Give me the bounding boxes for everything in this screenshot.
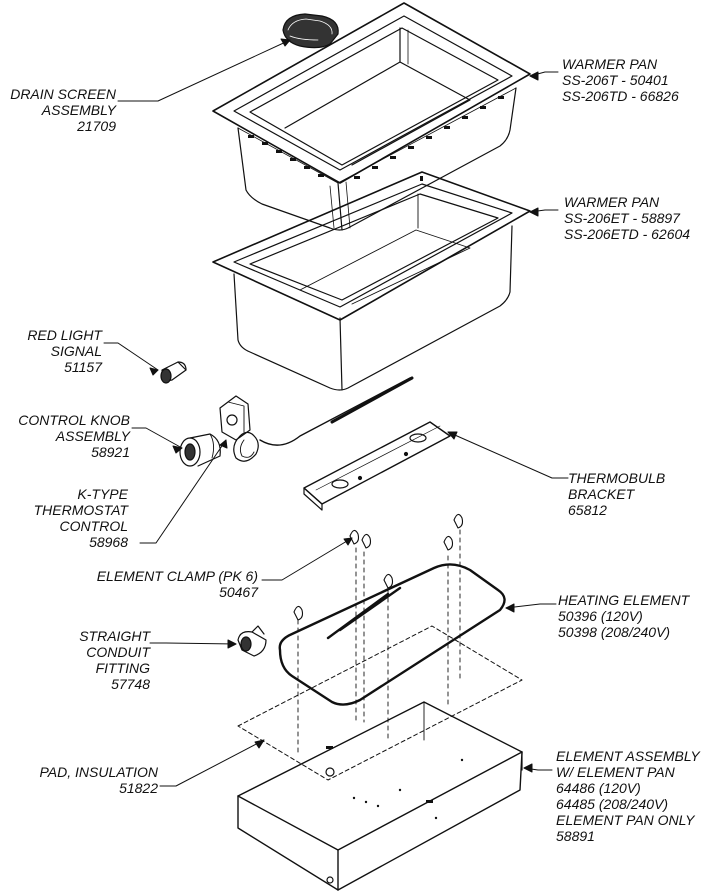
callout-text: THERMOSTAT bbox=[33, 502, 128, 518]
callout-part-number: 58968 bbox=[89, 534, 128, 550]
callout-text: THERMOBULB bbox=[568, 470, 666, 486]
callout-text: WARMER PAN bbox=[564, 194, 660, 210]
thermobulb-bracket-part bbox=[303, 421, 451, 511]
drain-screen-part bbox=[282, 13, 339, 49]
callout-part-number: 65812 bbox=[568, 502, 607, 518]
callout-text: ELEMENT PAN ONLY bbox=[556, 812, 695, 828]
heating-element-part bbox=[278, 563, 506, 706]
element-pan-part bbox=[237, 701, 523, 891]
callout-part-number: 21709 bbox=[77, 118, 116, 134]
callout-heating-element: HEATING ELEMENT 50396 (120V) 50398 (208/… bbox=[558, 592, 689, 640]
callout-text: K-TYPE bbox=[77, 486, 128, 502]
callout-part-number: 58921 bbox=[91, 444, 130, 460]
callout-part-number: SS-206ET - 58897 bbox=[564, 210, 680, 226]
callout-drain-screen: DRAIN SCREEN ASSEMBLY 21709 bbox=[0, 86, 116, 134]
callout-warmer-pan-lower: WARMER PAN SS-206ET - 58897 SS-206ETD - … bbox=[564, 194, 690, 242]
thermostat-part bbox=[219, 376, 414, 462]
assembly-lines bbox=[297, 529, 461, 753]
callout-text: ASSEMBLY bbox=[41, 102, 116, 118]
callout-part-number: 58891 bbox=[556, 828, 595, 844]
callout-element-assembly: ELEMENT ASSEMBLY W/ ELEMENT PAN 64486 (1… bbox=[556, 748, 700, 844]
callout-text: WARMER PAN bbox=[562, 56, 658, 72]
callout-text: ELEMENT CLAMP (PK 6) bbox=[96, 568, 258, 584]
callout-part-number: SS-206T - 50401 bbox=[562, 72, 669, 88]
callout-control-knob: CONTROL KNOB ASSEMBLY 58921 bbox=[0, 412, 130, 460]
callout-text: PAD, INSULATION bbox=[39, 764, 158, 780]
callout-red-light: RED LIGHT SIGNAL 51157 bbox=[0, 327, 102, 375]
callout-text: FITTING bbox=[95, 660, 150, 676]
callout-part-number: 51822 bbox=[119, 780, 158, 796]
callout-part-number: 51157 bbox=[64, 359, 102, 375]
callout-element-clamp: ELEMENT CLAMP (PK 6) 50467 bbox=[0, 568, 258, 600]
callout-part-number: 57748 bbox=[111, 676, 150, 692]
callout-part-number: SS-206TD - 66826 bbox=[562, 88, 679, 104]
callout-insulation-pad: PAD, INSULATION 51822 bbox=[0, 764, 158, 796]
callout-conduit-fitting: STRAIGHT CONDUIT FITTING 57748 bbox=[0, 628, 150, 692]
callout-text: ELEMENT ASSEMBLY bbox=[556, 748, 700, 764]
insulation-pad-part bbox=[237, 625, 523, 781]
callout-part-number: SS-206ETD - 62604 bbox=[564, 226, 691, 242]
callout-text: ASSEMBLY bbox=[55, 428, 130, 444]
red-light-signal-part bbox=[160, 361, 187, 384]
callout-thermobulb-bracket: THERMOBULB BRACKET 65812 bbox=[568, 470, 665, 518]
callout-part-number: 64486 (120V) bbox=[556, 780, 641, 796]
callout-text: SIGNAL bbox=[50, 343, 102, 359]
leader-lines bbox=[103, 38, 569, 787]
control-knob-part bbox=[179, 433, 221, 467]
callout-text: CONTROL KNOB bbox=[18, 412, 130, 428]
callout-thermostat: K-TYPE THERMOSTAT CONTROL 58968 bbox=[0, 486, 128, 550]
callout-text: HEATING ELEMENT bbox=[558, 592, 690, 608]
element-clamps-part bbox=[293, 513, 464, 621]
callout-text: RED LIGHT bbox=[27, 327, 102, 343]
callout-warmer-pan-top: WARMER PAN SS-206T - 50401 SS-206TD - 66… bbox=[562, 56, 679, 104]
callout-text: W/ ELEMENT PAN bbox=[556, 764, 675, 780]
callout-text: BRACKET bbox=[568, 486, 635, 502]
callout-part-number: 50467 bbox=[219, 584, 258, 600]
warmer-pan-top-part bbox=[212, 2, 531, 231]
conduit-fitting-part bbox=[237, 625, 267, 657]
callout-text: CONDUIT bbox=[86, 644, 150, 660]
callout-part-number: 50396 (120V) bbox=[558, 608, 643, 624]
callout-part-number: 50398 (208/240V) bbox=[558, 624, 671, 640]
warmer-pan-lower-part bbox=[212, 171, 531, 391]
callout-text: DRAIN SCREEN bbox=[10, 86, 116, 102]
callout-part-number: 64485 (208/240V) bbox=[556, 796, 669, 812]
callout-text: CONTROL bbox=[59, 518, 128, 534]
callout-text: STRAIGHT bbox=[79, 628, 150, 644]
